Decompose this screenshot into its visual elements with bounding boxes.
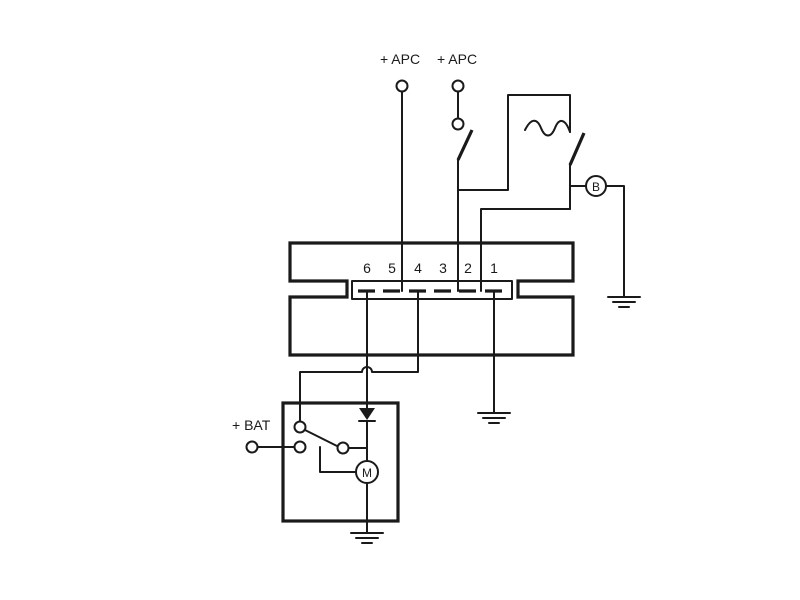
diode-icon <box>359 408 375 420</box>
apc-terminal-2 <box>451 79 465 93</box>
wire-pin2 <box>480 208 571 292</box>
thermal-switch-lever <box>568 132 586 166</box>
wire-relay-motor <box>319 446 357 473</box>
pin-label-6: 6 <box>363 260 371 276</box>
pin-label-1: 1 <box>490 260 498 276</box>
relay-contact-out <box>336 441 350 455</box>
pin-label-5: 5 <box>388 260 396 276</box>
thermal-element <box>524 119 571 137</box>
wire-bulb-ground <box>605 185 625 298</box>
relay-contact-bat <box>293 440 307 454</box>
pin-label-2: 2 <box>464 260 472 276</box>
ground-icon-bulb <box>607 296 641 308</box>
ground-icon-motor <box>350 532 384 544</box>
apc-terminal-1 <box>395 79 409 93</box>
switch-lever <box>456 129 474 161</box>
apc-label-1: + APC <box>380 51 420 67</box>
relay-lever <box>304 429 338 447</box>
pin-label-3: 3 <box>439 260 447 276</box>
bulb-symbol: B <box>592 180 600 194</box>
ground-icon-pin1 <box>477 412 511 424</box>
wire-lamp-feed <box>457 94 571 191</box>
relay-contact-feed <box>293 420 307 434</box>
apc-label-2: + APC <box>437 51 477 67</box>
pin-label-4: 4 <box>414 260 422 276</box>
switch-contact <box>451 117 465 131</box>
connector-block <box>288 241 575 357</box>
motor-module <box>281 401 400 523</box>
motor-symbol: M <box>362 466 372 480</box>
wire-pin4 <box>299 290 419 428</box>
bat-label: + BAT <box>232 417 271 433</box>
terminal-strip <box>351 280 513 300</box>
bat-terminal <box>245 440 259 454</box>
